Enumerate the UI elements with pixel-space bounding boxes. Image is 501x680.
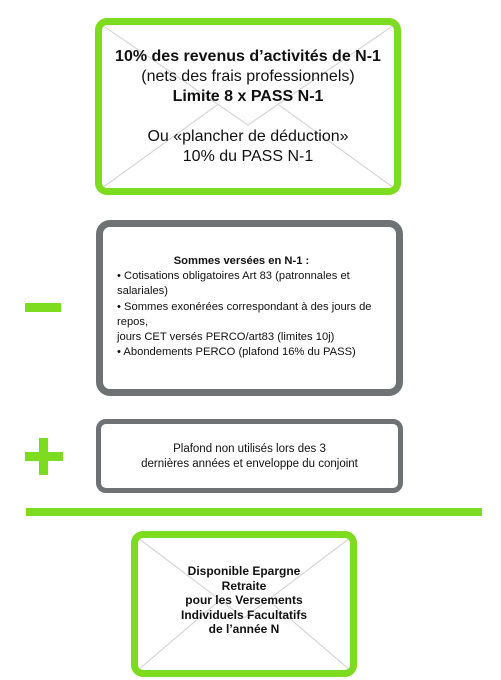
- income-base-line1: 10% des revenus d’activités de N-1: [115, 48, 381, 65]
- result-line5: de l’année N: [208, 622, 280, 637]
- envelope-lines-icon: [138, 538, 350, 670]
- deducted-item-art83: • Cotisations obligatoires Art 83 (patro…: [117, 270, 350, 298]
- income-base-limit: Limite 8 x PASS N-1: [172, 88, 324, 105]
- result-line4: Individuels Facultatifs: [180, 607, 308, 622]
- deducted-amounts-heading: Sommes versées en N-1 :: [173, 255, 310, 267]
- income-base-line2: (nets des frais professionnels): [141, 68, 355, 85]
- result-line2: Retraite: [221, 578, 267, 593]
- deducted-item-cet: jours CET versés PERCO/art83 (limites 10…: [117, 331, 335, 344]
- plus-sign-vertical: [39, 438, 48, 475]
- result-line3: pour les Versements: [185, 593, 303, 608]
- income-base-text: 10% des revenus d’activités de N-1 (nets…: [102, 47, 394, 167]
- deduction-floor-value: 10% du PASS N-1: [182, 148, 314, 165]
- deducted-amounts-box: Sommes versées en N-1 : • Cotisations ob…: [96, 220, 403, 396]
- envelope-lines-icon: [102, 25, 394, 188]
- deducted-item-rest-days: • Sommes exonérées correspondant à des j…: [117, 300, 372, 328]
- result-box: Disponible Epargne Retraite pour les Ver…: [131, 531, 357, 677]
- sum-line: [26, 508, 482, 516]
- unused-ceilings-box: Plafond non utilisés lors des 3 dernière…: [96, 419, 403, 493]
- income-base-box: 10% des revenus d’activités de N-1 (nets…: [95, 18, 401, 195]
- minus-sign: [25, 303, 61, 312]
- deducted-item-perco: • Abondements PERCO (plafond 16% du PASS…: [117, 346, 356, 359]
- unused-ceilings-line1: Plafond non utilisés lors des 3: [173, 443, 326, 455]
- deduction-floor-label: Ou «plancher de déduction»: [147, 128, 349, 145]
- result-text: Disponible Epargne Retraite pour les Ver…: [138, 564, 350, 637]
- deducted-amounts-text: Sommes versées en N-1 : • Cotisations ob…: [117, 254, 386, 360]
- unused-ceilings-line2: dernières années et enveloppe du conjoin…: [141, 458, 358, 470]
- unused-ceilings-text: Plafond non utilisés lors des 3 dernière…: [101, 442, 398, 472]
- result-line1: Disponible Epargne: [187, 564, 301, 578]
